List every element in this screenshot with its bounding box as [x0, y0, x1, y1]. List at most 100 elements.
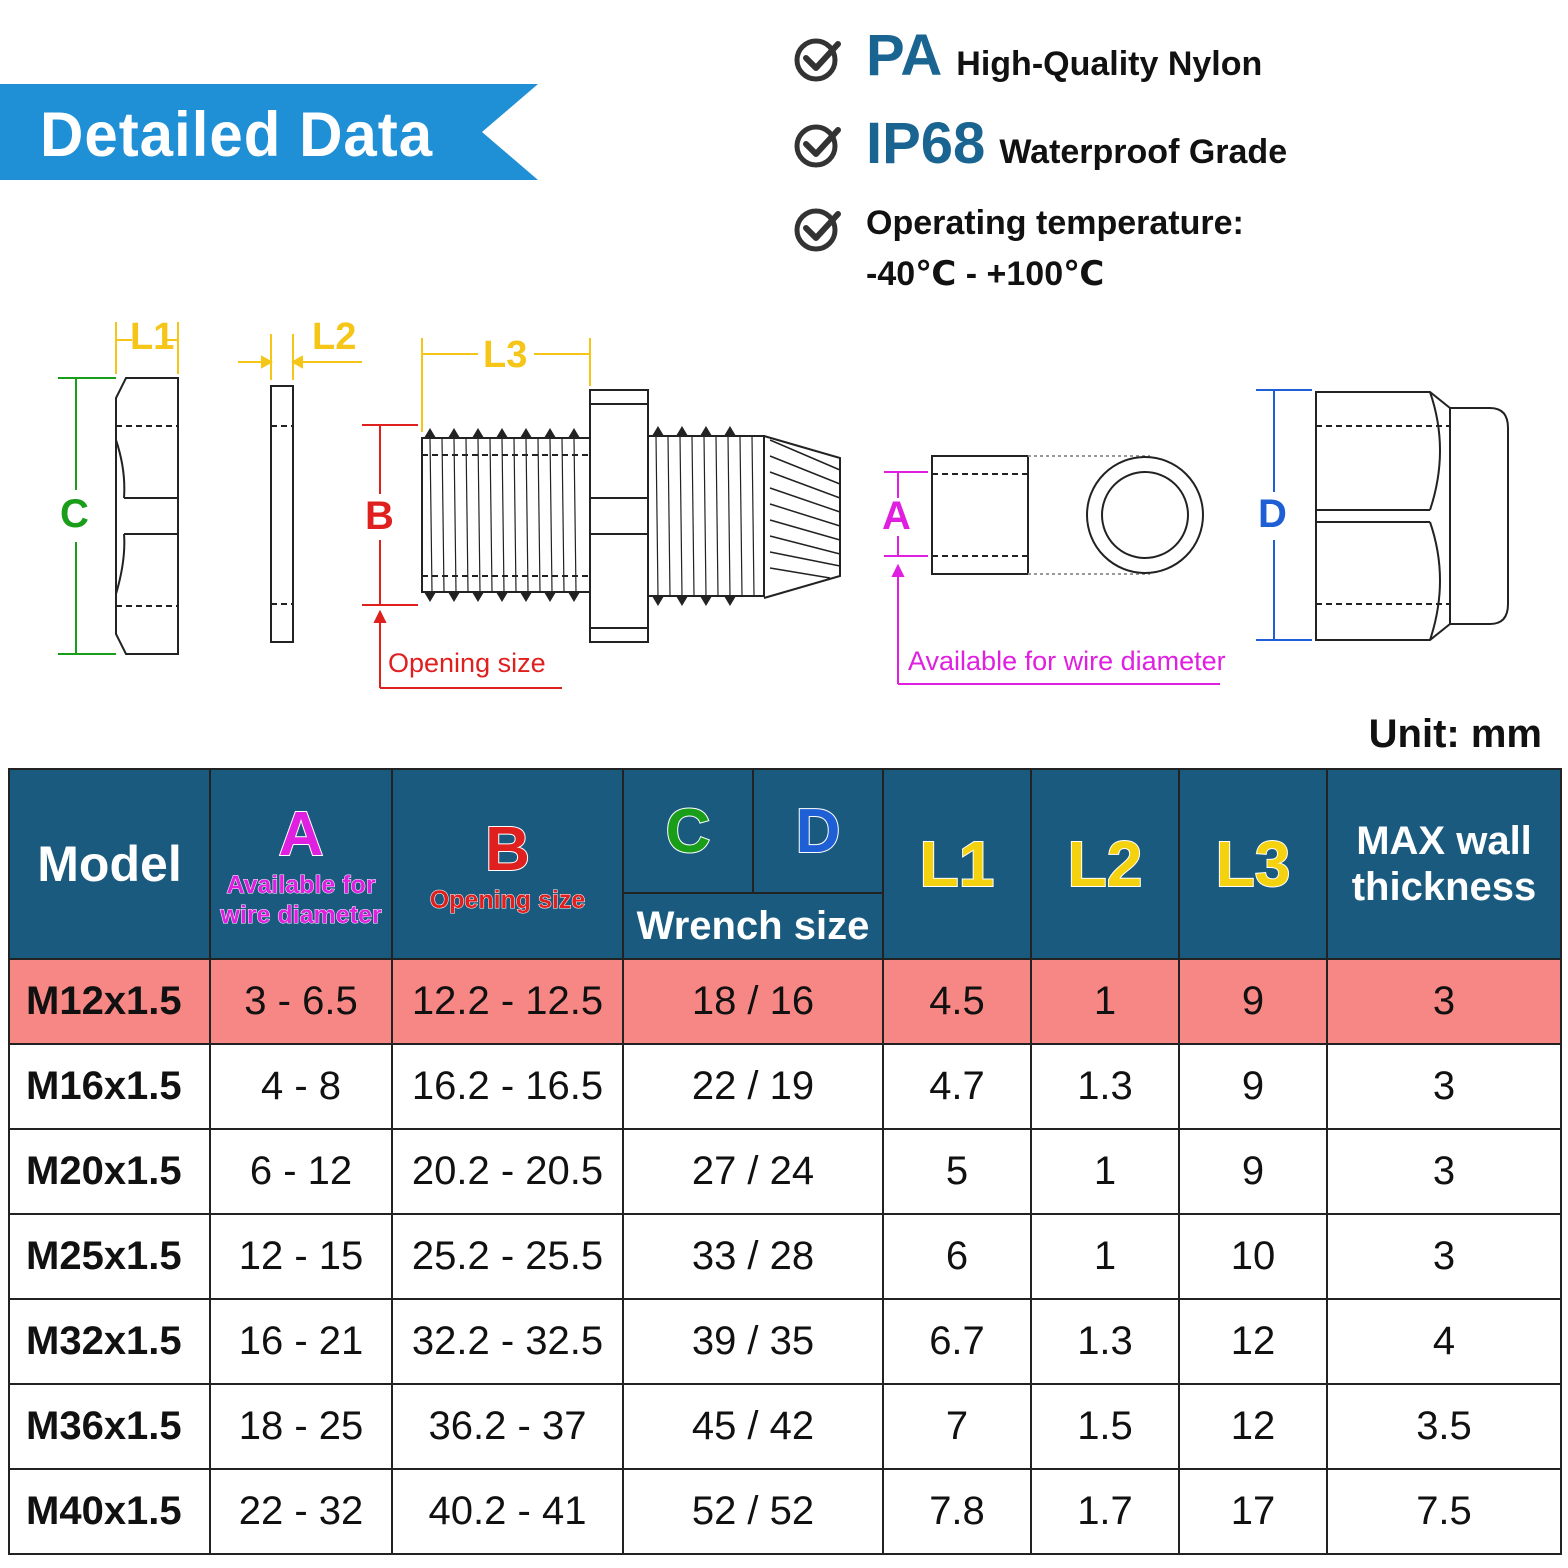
cell-wire-diameter: 18 - 25: [209, 1383, 393, 1470]
cell-max-wall: 3: [1326, 1213, 1562, 1300]
cell-l1: 7: [882, 1383, 1032, 1470]
cell-l1: 7.8: [882, 1468, 1032, 1555]
feature-waterproof: IP68 Waterproof Grade: [866, 110, 1287, 177]
cell-model: M20x1.5: [8, 1128, 211, 1215]
header-b: B Opening size: [391, 768, 624, 960]
temperature-label: Operating temperature:: [866, 204, 1244, 242]
check-circle-icon: [794, 124, 841, 168]
cell-l3: 12: [1178, 1383, 1328, 1470]
cell-wire-diameter: 22 - 32: [209, 1468, 393, 1555]
cell-opening-size: 12.2 - 12.5: [391, 958, 624, 1045]
cell-model: M32x1.5: [8, 1298, 211, 1385]
cell-l1: 6: [882, 1213, 1032, 1300]
cell-l2: 1.7: [1030, 1468, 1180, 1555]
cell-l1: 4.7: [882, 1043, 1032, 1130]
cell-opening-size: 40.2 - 41: [391, 1468, 624, 1555]
dimension-diagram: L1 L2 L3 C B A D Opening size Available …: [0, 300, 1568, 720]
cell-l3: 9: [1178, 1128, 1328, 1215]
cell-max-wall: 3: [1326, 958, 1562, 1045]
cell-wrench-size: 39 / 35: [622, 1298, 884, 1385]
label-b: B: [365, 494, 394, 538]
cell-l2: 1.3: [1030, 1298, 1180, 1385]
cell-l3: 17: [1178, 1468, 1328, 1555]
cell-opening-size: 25.2 - 25.5: [391, 1213, 624, 1300]
cell-wrench-size: 45 / 42: [622, 1383, 884, 1470]
header-l1: L1: [882, 768, 1032, 960]
cell-opening-size: 16.2 - 16.5: [391, 1043, 624, 1130]
cell-model: M25x1.5: [8, 1213, 211, 1300]
check-circle-icon: [794, 208, 841, 252]
cell-max-wall: 4: [1326, 1298, 1562, 1385]
spec-table: Model A Available for wire diameter B Op…: [8, 768, 1562, 1555]
cell-opening-size: 36.2 - 37: [391, 1383, 624, 1470]
banner-title: Detailed Data: [40, 99, 434, 170]
banner: Detailed Data: [0, 0, 560, 200]
cell-max-wall: 3: [1326, 1128, 1562, 1215]
label-l3: L3: [483, 334, 528, 376]
feature-material: PA High-Quality Nylon: [866, 22, 1262, 89]
cell-wrench-size: 18 / 16: [622, 958, 884, 1045]
header-l3: L3: [1178, 768, 1328, 960]
cell-opening-size: 32.2 - 32.5: [391, 1298, 624, 1385]
cell-wrench-size: 22 / 19: [622, 1043, 884, 1130]
cell-max-wall: 7.5: [1326, 1468, 1562, 1555]
cell-l2: 1.5: [1030, 1383, 1180, 1470]
opening-size-note: Opening size: [388, 648, 546, 678]
header-l2: L2: [1030, 768, 1180, 960]
label-c: C: [60, 492, 89, 536]
cell-model: M12x1.5: [8, 958, 211, 1045]
cell-max-wall: 3.5: [1326, 1383, 1562, 1470]
label-l2: L2: [312, 316, 357, 358]
label-d: D: [1258, 492, 1287, 536]
cell-wire-diameter: 12 - 15: [209, 1213, 393, 1300]
feature-waterproof-small: Waterproof Grade: [999, 133, 1288, 171]
banner-ribbon: [0, 84, 538, 180]
cell-l1: 4.5: [882, 958, 1032, 1045]
cell-model: M36x1.5: [8, 1383, 211, 1470]
cell-opening-size: 20.2 - 20.5: [391, 1128, 624, 1215]
cell-l1: 6.7: [882, 1298, 1032, 1385]
header-c: C: [622, 768, 754, 894]
cell-l2: 1.3: [1030, 1043, 1180, 1130]
cell-wrench-size: 33 / 28: [622, 1213, 884, 1300]
cell-wire-diameter: 3 - 6.5: [209, 958, 393, 1045]
cell-l3: 9: [1178, 958, 1328, 1045]
cell-l3: 9: [1178, 1043, 1328, 1130]
cell-wire-diameter: 16 - 21: [209, 1298, 393, 1385]
feature-waterproof-big: IP68: [866, 111, 986, 176]
header-d: D: [752, 768, 884, 894]
cell-l2: 1: [1030, 1213, 1180, 1300]
cell-wrench-size: 27 / 24: [622, 1128, 884, 1215]
feature-material-big: PA: [866, 23, 943, 88]
cell-model: M16x1.5: [8, 1043, 211, 1130]
cell-l3: 10: [1178, 1213, 1328, 1300]
header-model: Model: [8, 768, 211, 960]
cell-wrench-size: 52 / 52: [622, 1468, 884, 1555]
temperature-range: -40℃ - +100℃: [866, 255, 1105, 293]
cell-wire-diameter: 6 - 12: [209, 1128, 393, 1215]
label-a: A: [882, 494, 911, 538]
cell-l1: 5: [882, 1128, 1032, 1215]
diagram-drawing: [58, 322, 1509, 689]
unit-label: Unit: mm: [1368, 712, 1542, 756]
cell-l3: 12: [1178, 1298, 1328, 1385]
cell-max-wall: 3: [1326, 1043, 1562, 1130]
check-circle-icon: [794, 38, 841, 82]
header-max-wall: MAX wall thickness: [1326, 768, 1562, 960]
wire-diameter-note: Available for wire diameter: [908, 646, 1226, 676]
label-l1: L1: [130, 316, 175, 358]
cell-l2: 1: [1030, 1128, 1180, 1215]
cell-wire-diameter: 4 - 8: [209, 1043, 393, 1130]
cell-l2: 1: [1030, 958, 1180, 1045]
header-a: A Available for wire diameter: [209, 768, 393, 960]
feature-material-small: High-Quality Nylon: [956, 45, 1263, 83]
cell-model: M40x1.5: [8, 1468, 211, 1555]
